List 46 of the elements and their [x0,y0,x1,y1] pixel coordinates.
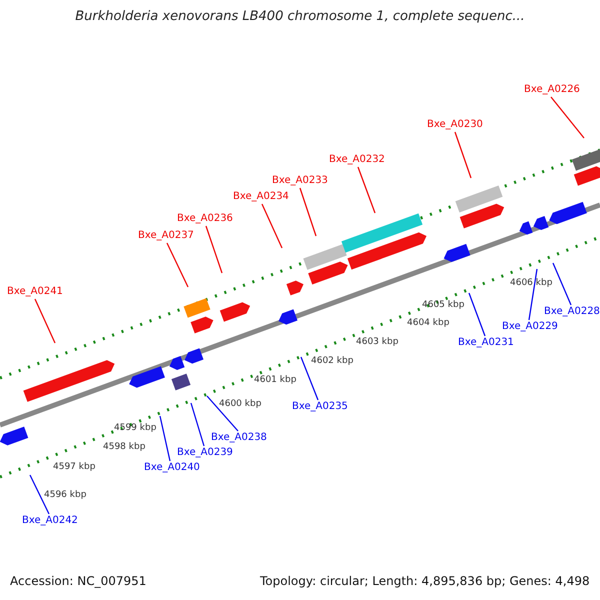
scale-label: 4601 kbp [254,374,296,387]
leader-line [550,96,584,138]
gene-label: Bxe_A0241 [7,285,63,299]
scale-label: 4605 kbp [422,299,464,312]
scale-label: 4598 kbp [103,441,146,454]
scale-label: 4600 kbp [219,398,262,411]
leader-line [29,474,50,514]
scale-label: 4603 kbp [356,336,398,349]
leader-line [159,416,171,462]
scale-label: 4604 kbp [407,317,450,330]
leader-line [190,402,205,446]
title: Burkholderia xenovorans LB400 chromosome 1, complete sequenc... [74,10,526,24]
leader-line [454,132,472,178]
scale-label: 4597 kbp [53,461,96,474]
leader-line [299,188,317,236]
leader-line [261,204,283,248]
gene-label: Bxe_A0240 [144,461,200,475]
gene-label: Bxe_A0226 [524,83,580,97]
scale-label: 4599 kbp [114,422,156,435]
leader-line [528,268,538,320]
leader-line [206,396,238,432]
gene-label: Bxe_A0231 [458,336,514,350]
gene-label: Bxe_A0230 [427,118,483,132]
footer-text: Accession: NC_007951 [10,574,146,588]
gene-label: Bxe_A0232 [329,153,385,167]
gene-label: Bxe_A0239 [177,446,233,460]
gene-label: Bxe_A0237 [138,229,194,243]
gene-label: Bxe_A0229 [502,320,558,334]
gene-label: Bxe_A0236 [177,212,233,226]
leader-line [34,298,56,344]
leader-line [205,226,223,274]
footer-text: Topology: circular; Length: 4,895,836 bp; Genes: 4,498 [260,574,590,588]
leader-line [468,292,486,336]
gene-label: Bxe_A0235 [292,400,348,414]
leader-line [357,166,376,214]
gene-label: Bxe_A0242 [22,514,78,528]
gene-label: Bxe_A0238 [211,431,267,445]
leader-line [166,242,189,288]
scale-label: 4602 kbp [311,355,354,368]
gene-label: Bxe_A0234 [233,190,289,204]
gene-label: Bxe_A0228 [544,305,600,319]
leader-line [300,356,319,400]
gene-label: Bxe_A0233 [272,174,328,188]
scale-label: 4606 kbp [510,277,552,290]
leader-line [552,262,572,306]
scale-label: 4596 kbp [44,489,86,502]
